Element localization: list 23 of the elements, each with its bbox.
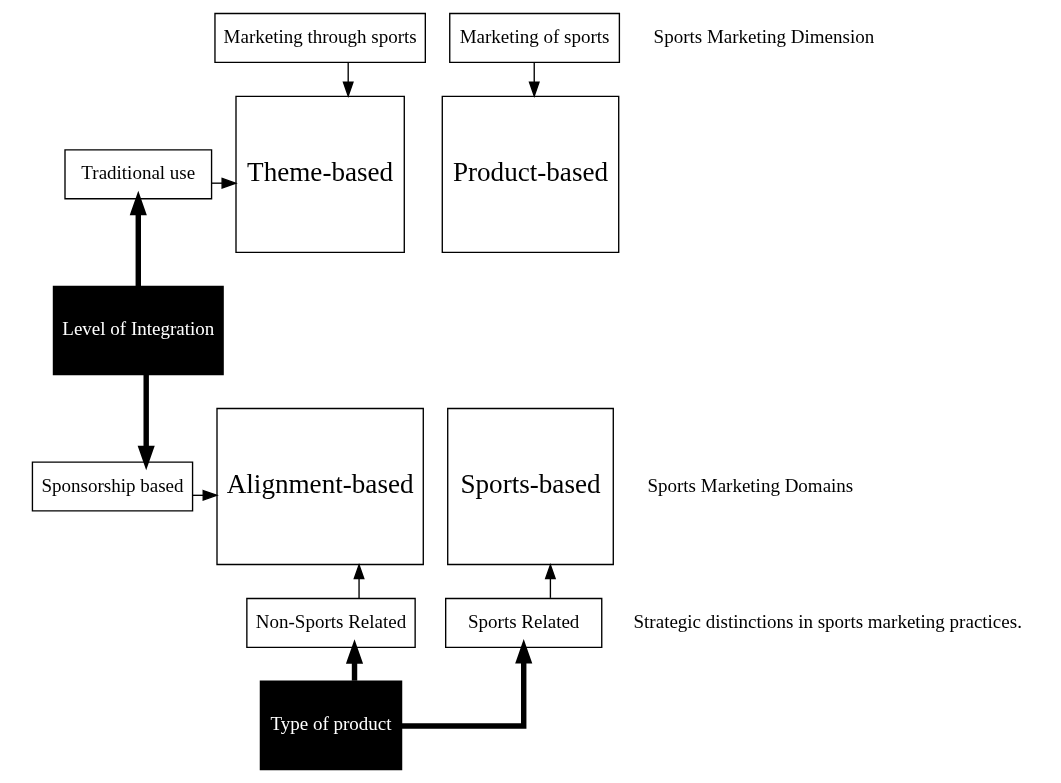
node-box: Sports-based — [447, 407, 614, 566]
label: Strategic distinctions in sports marketing practices. — [633, 610, 1022, 632]
node-box: Sponsorship based — [31, 461, 194, 512]
arrow — [137, 374, 155, 471]
arrow — [544, 562, 557, 599]
node-box: Theme-based — [235, 95, 405, 254]
arrow — [528, 62, 540, 98]
arrow — [353, 562, 365, 599]
arrow — [401, 639, 533, 729]
label: Sports Marketing Domains — [647, 474, 854, 496]
arrow — [342, 62, 354, 98]
arrow — [129, 190, 147, 287]
node-box: Level of Integration — [52, 285, 224, 376]
node-box: Marketing through sports — [214, 12, 426, 64]
node-box: Alignment-based — [216, 407, 424, 566]
arrow — [345, 639, 364, 681]
label: Sports Marketing Dimension — [653, 25, 875, 47]
node-box: Product-based — [441, 95, 620, 254]
node-box: Sports Related — [445, 597, 603, 648]
node-box: Traditional use — [64, 149, 213, 200]
node-box: Type of product — [259, 680, 403, 771]
node-box: Non-Sports Related — [246, 597, 416, 648]
node-box: Marketing of sports — [449, 12, 621, 64]
